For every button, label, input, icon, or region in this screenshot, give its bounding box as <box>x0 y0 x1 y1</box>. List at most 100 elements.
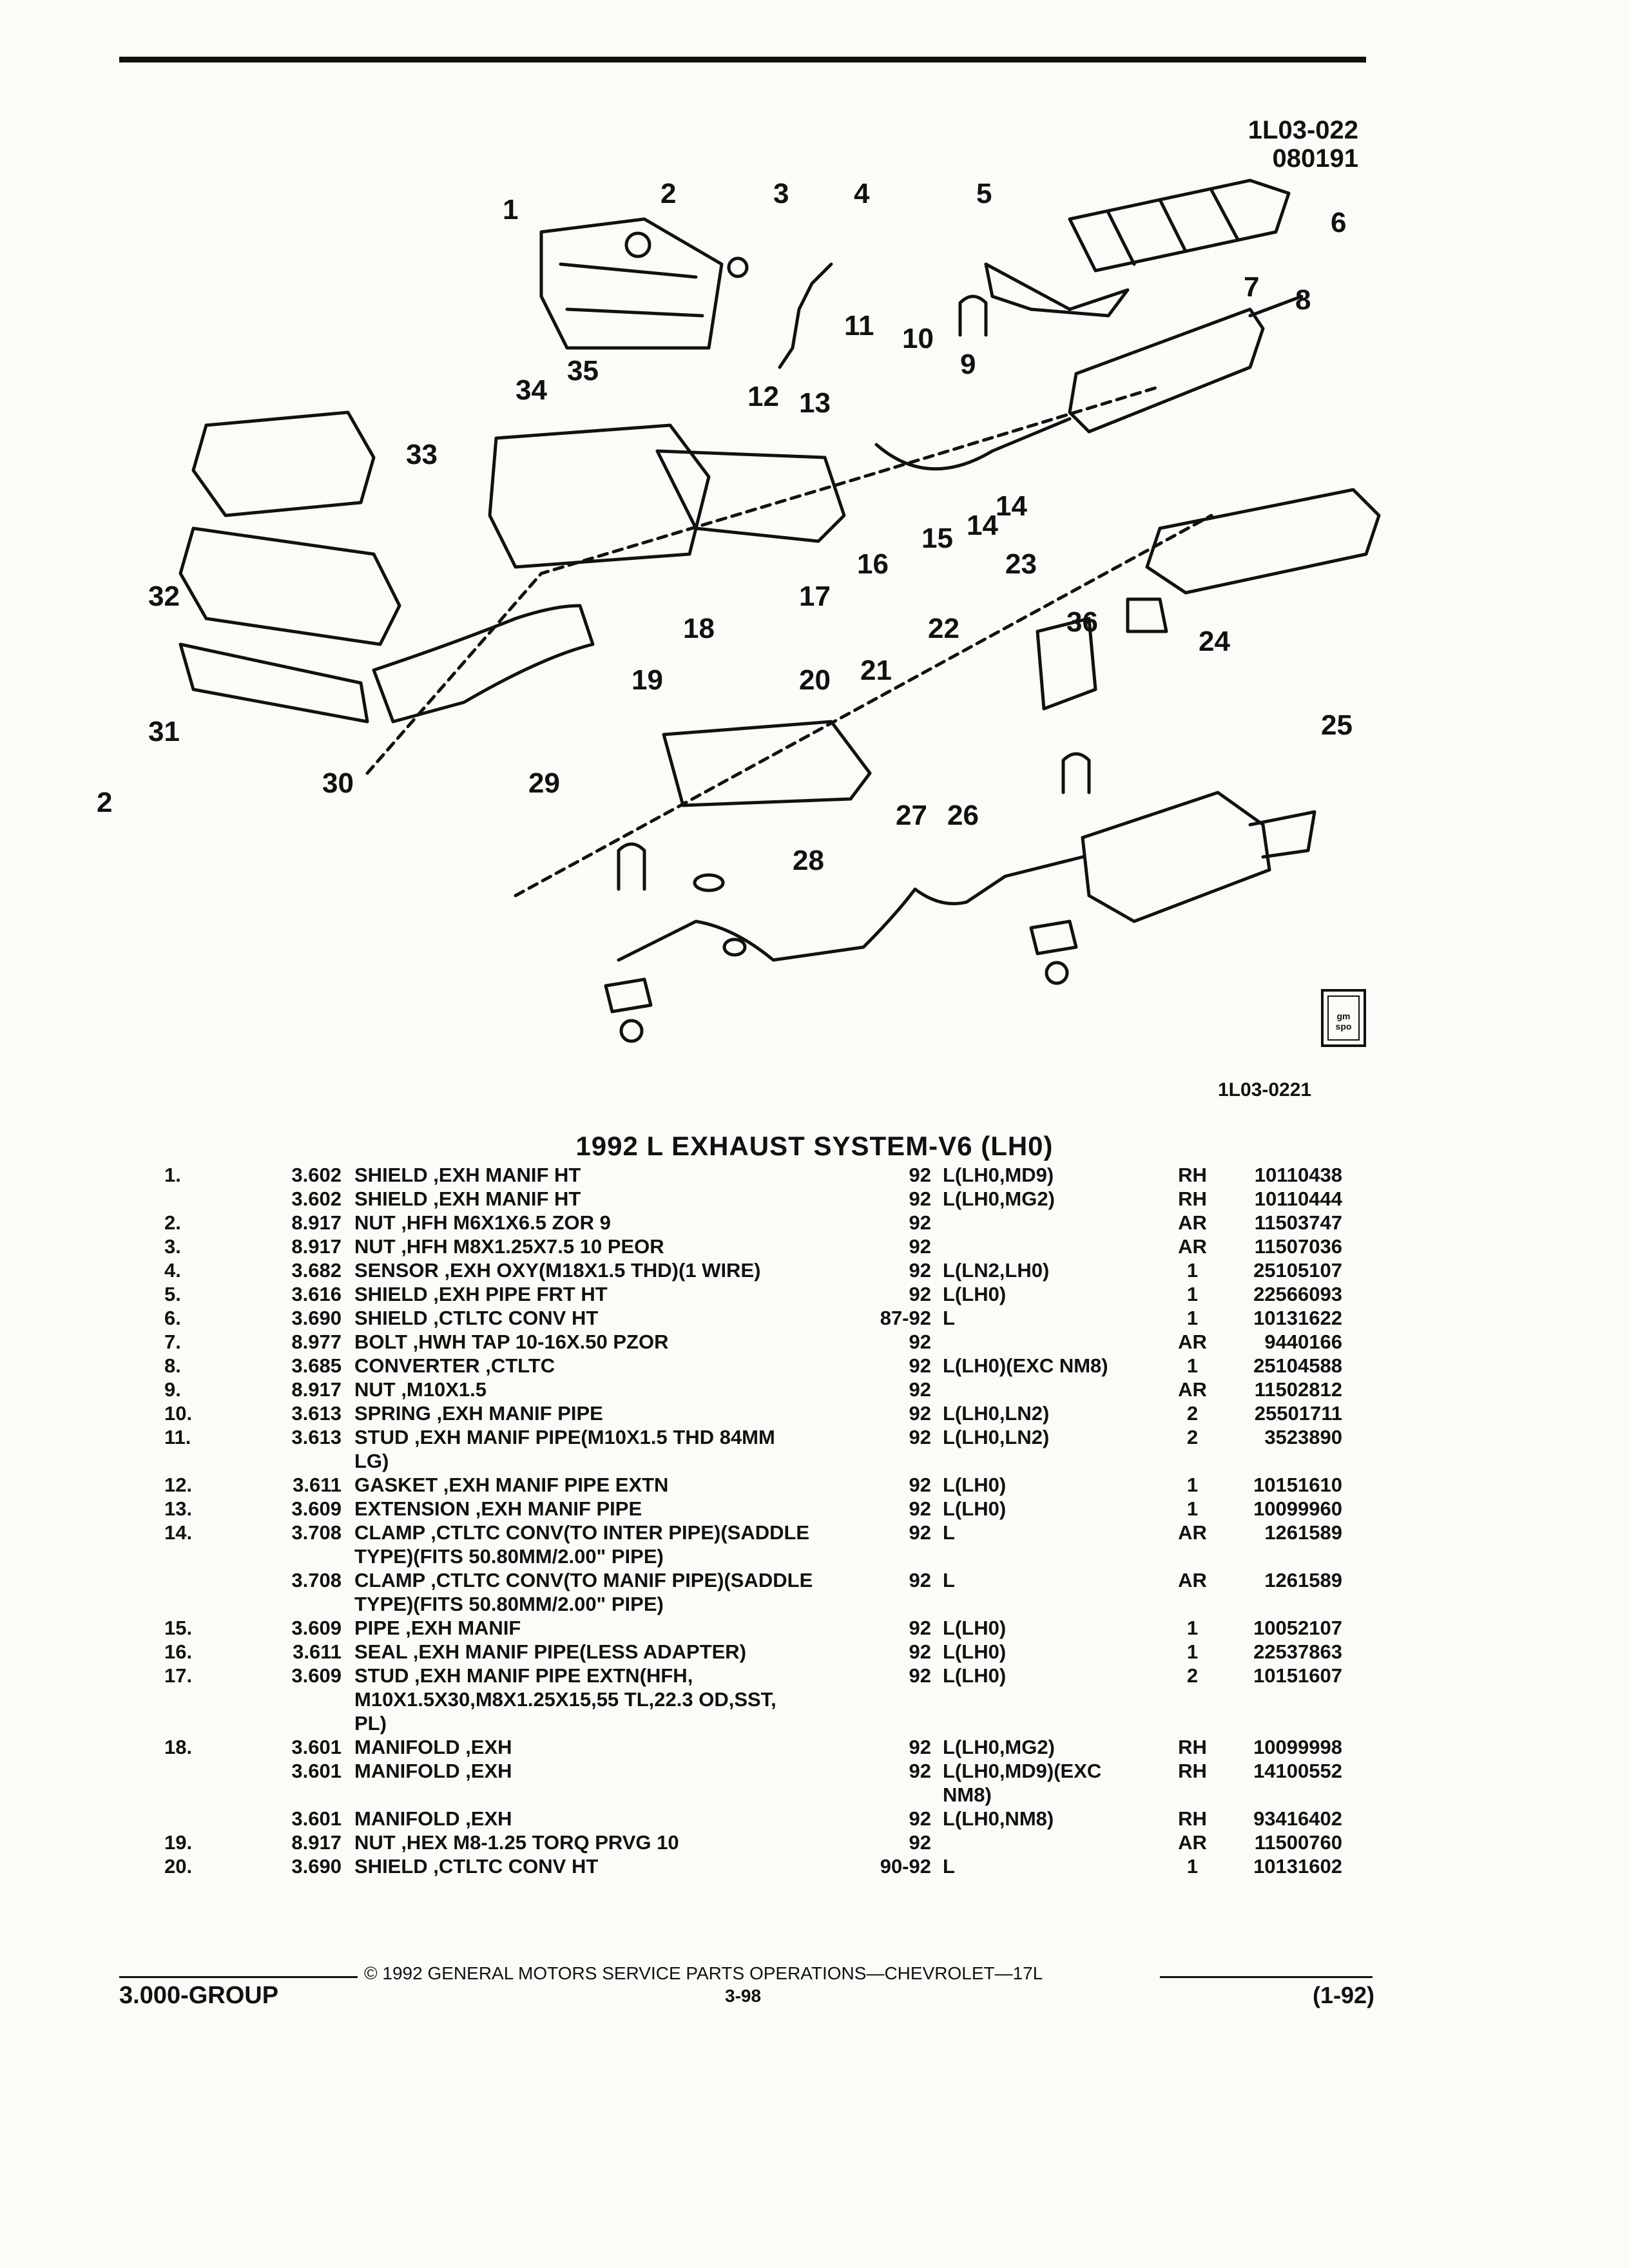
part-no: 10110444 <box>1220 1187 1342 1211</box>
year-text: 92 <box>909 1187 931 1210</box>
part-manifold-left <box>488 423 711 569</box>
part-no-text: 10099998 <box>1253 1736 1342 1758</box>
part-no: 10131602 <box>1220 1854 1342 1878</box>
year-text: 92 <box>909 1831 931 1854</box>
callout-3: 3 <box>773 178 789 209</box>
description-text: EXTENSION ,EXH MANIF PIPE <box>354 1497 642 1520</box>
callout-33: 33 <box>406 439 438 470</box>
quantity: 1 <box>1165 1354 1220 1378</box>
description: SHIELD ,CTLTC CONV HT <box>354 1854 876 1878</box>
quantity-text: 2 <box>1186 1402 1199 1425</box>
part-no-text: 11500760 <box>1254 1831 1342 1854</box>
group-number: 3.708 <box>261 1521 354 1568</box>
description: SPRING ,EXH MANIF PIPE <box>354 1401 876 1425</box>
usage-continued: NM8) <box>943 1783 992 1806</box>
part-no: 10151607 <box>1220 1664 1342 1735</box>
callout-2b: 2 <box>97 787 112 818</box>
group-number: 3.602 <box>261 1187 354 1211</box>
group-number: 3.611 <box>261 1473 354 1497</box>
year-text: 92 <box>909 1807 931 1830</box>
year-text: 92 <box>909 1664 931 1687</box>
year: 92 <box>876 1378 943 1401</box>
usage-text: L <box>943 1307 955 1329</box>
part-no: 10099960 <box>1220 1497 1342 1521</box>
part-number-text: 2. <box>164 1211 181 1234</box>
group-number-text: 3.601 <box>291 1736 342 1758</box>
quantity: 2 <box>1165 1664 1220 1735</box>
description-text: CLAMP ,CTLTC CONV(TO MANIF PIPE)(SADDLE <box>354 1569 813 1591</box>
part-number: 11. <box>164 1425 261 1473</box>
year: 92 <box>876 1163 943 1187</box>
part-number: 18. <box>164 1735 261 1759</box>
year: 92 <box>876 1759 943 1807</box>
usage <box>943 1330 1165 1354</box>
part-no: 10131622 <box>1220 1306 1342 1330</box>
description: SHIELD ,EXH MANIF HT <box>354 1187 876 1211</box>
quantity-text: 2 <box>1186 1664 1199 1687</box>
description-continued: TYPE)(FITS 50.80MM/2.00" PIPE) <box>354 1593 664 1615</box>
callout-31: 31 <box>148 716 180 747</box>
description-text: SHIELD ,EXH MANIF HT <box>354 1187 581 1210</box>
description-text: MANIFOLD ,EXH <box>354 1807 512 1830</box>
usage: L(LH0) <box>943 1497 1165 1521</box>
usage: L(LH0)(EXC NM8) <box>943 1354 1165 1378</box>
quantity-text: AR <box>1178 1331 1207 1353</box>
callout-5: 5 <box>976 178 992 209</box>
callout-18: 18 <box>683 613 715 644</box>
year: 92 <box>876 1664 943 1735</box>
group-number: 3.685 <box>261 1354 354 1378</box>
group-number: 3.616 <box>261 1282 354 1306</box>
part-no: 11507036 <box>1220 1235 1342 1258</box>
year: 92 <box>876 1354 943 1378</box>
description: NUT ,HEX M8-1.25 TORQ PRVG 10 <box>354 1831 876 1854</box>
part-no: 22566093 <box>1220 1282 1342 1306</box>
description-text: SHIELD ,EXH PIPE FRT HT <box>354 1283 608 1305</box>
description-text: NUT ,M10X1.5 <box>354 1378 487 1401</box>
year-text: 92 <box>909 1617 931 1639</box>
quantity: 1 <box>1165 1282 1220 1306</box>
part-number-text: 3. <box>164 1235 181 1258</box>
gm-spo-logo-icon: gm spo <box>1321 989 1366 1047</box>
usage: L <box>943 1306 1165 1330</box>
part-no-text: 11502812 <box>1254 1378 1342 1401</box>
part-muffler <box>1081 791 1271 923</box>
usage-text: L(LH0,MG2) <box>943 1187 1055 1210</box>
quantity-text: RH <box>1178 1187 1207 1210</box>
part-no: 3523890 <box>1220 1425 1342 1473</box>
year: 87-92 <box>876 1306 943 1330</box>
group-number-text: 3.602 <box>291 1187 342 1210</box>
part-no-text: 10151610 <box>1253 1474 1342 1496</box>
part-clamp-nut-right <box>1045 961 1069 985</box>
part-u-bolt-lower <box>617 842 646 891</box>
quantity: AR <box>1165 1378 1220 1401</box>
callout-7: 7 <box>1244 271 1259 303</box>
callout-34: 34 <box>516 374 547 406</box>
usage-text: L(LN2,LH0) <box>943 1259 1050 1282</box>
year-text: 92 <box>909 1354 931 1377</box>
part-number-text: 11. <box>164 1426 191 1448</box>
exhaust-system-diagram: 1 2 2 3 4 5 6 7 8 9 10 11 12 13 14 14 15… <box>97 178 1381 1043</box>
part-no-text: 10151607 <box>1253 1664 1342 1687</box>
part-no: 22537863 <box>1220 1640 1342 1664</box>
group-number: 3.613 <box>261 1401 354 1425</box>
usage: L(LH0,MD9) <box>943 1163 1165 1187</box>
part-no-text: 25105107 <box>1253 1259 1342 1282</box>
usage-text: L(LH0,MD9)(EXC <box>943 1760 1102 1782</box>
group-number-text: 3.611 <box>293 1474 342 1496</box>
description: SEAL ,EXH MANIF PIPE(LESS ADAPTER) <box>354 1640 876 1664</box>
part-gasket-seal-a <box>693 873 725 892</box>
group-number: 8.977 <box>261 1330 354 1354</box>
part-no-text: 10052107 <box>1253 1617 1342 1639</box>
quantity: AR <box>1165 1568 1220 1616</box>
group-number-text: 3.690 <box>291 1855 342 1878</box>
group-number: 3.601 <box>261 1735 354 1759</box>
usage-text: L(LH0) <box>943 1283 1007 1305</box>
callout-12: 12 <box>747 381 779 412</box>
description-continued: PL) <box>354 1712 387 1735</box>
footer-rule-left <box>119 1976 358 1978</box>
